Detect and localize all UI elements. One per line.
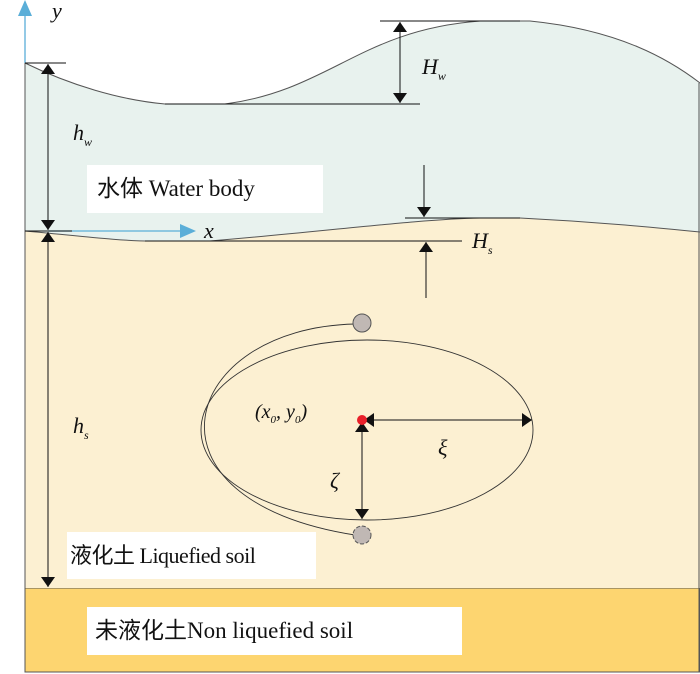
xi-label: ξ bbox=[438, 435, 448, 460]
y-axis-label: y bbox=[50, 0, 62, 23]
water-surface bbox=[24, 20, 700, 105]
liquefied-layer bbox=[25, 218, 700, 588]
seabed bbox=[24, 217, 700, 242]
particle-end bbox=[352, 525, 372, 545]
hs-label: hs bbox=[73, 413, 89, 442]
orbit-center-dot bbox=[357, 415, 367, 425]
Hw-label: Hw bbox=[421, 54, 446, 83]
center-label: (x0, y0) bbox=[255, 401, 307, 426]
non-liquefied-soil-label: 未液化土Non liquefied soil bbox=[87, 607, 462, 655]
hw-label: hw bbox=[73, 120, 92, 149]
particle-start bbox=[352, 313, 372, 333]
zeta-label: ζ bbox=[330, 468, 341, 493]
water-body-label: 水体 Water body bbox=[87, 165, 323, 213]
x-axis-label: x bbox=[203, 218, 214, 243]
liquefied-soil-label: 液化土 Liquefied soil bbox=[67, 532, 316, 579]
particle-trajectory bbox=[204, 323, 356, 536]
particle-orbit-ellipse bbox=[200, 339, 534, 521]
Hs-label: Hs bbox=[471, 228, 493, 257]
